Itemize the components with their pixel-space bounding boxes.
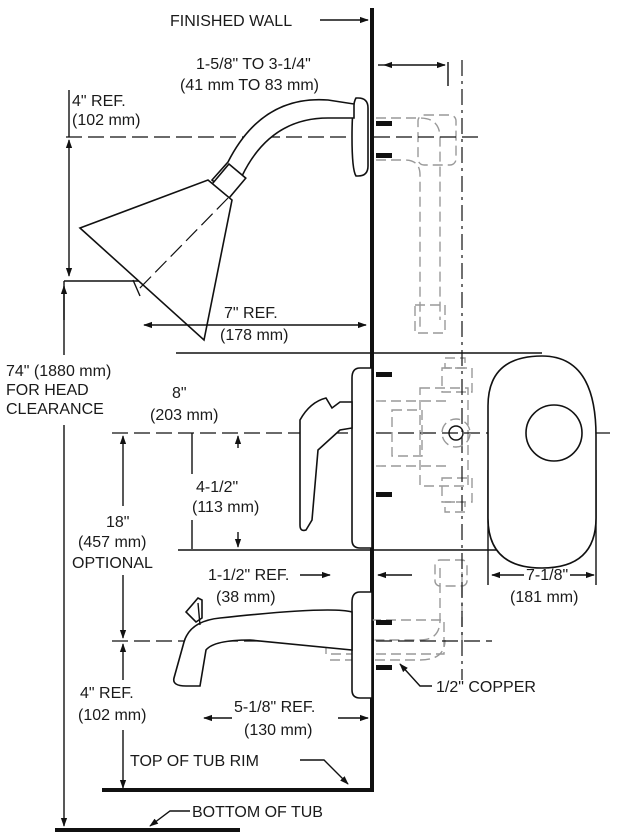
spout-reach-label-imperial: 5-1/8" REF.	[234, 699, 315, 716]
valve-to-arm-label-imperial: 8"	[172, 385, 187, 402]
spout-offset-label-metric: (38 mm)	[216, 589, 276, 606]
head-ref-label-metric: (102 mm)	[72, 112, 140, 129]
valve-height-label-imperial: 18"	[106, 514, 129, 531]
head-clearance-label-1: 74" (1880 mm)	[6, 363, 111, 380]
trim-plate-front-view	[487, 355, 597, 569]
valve-height-label-optional: OPTIONAL	[72, 555, 153, 572]
spout-ref-label-imperial: 4" REF.	[80, 685, 134, 702]
valve-to-trim-bottom-label-metric: (113 mm)	[192, 499, 259, 516]
wall-depth-label-imperial: 1-5/8" TO 3-1/4"	[196, 56, 311, 73]
wall-depth-label-metric: (41 mm TO 83 mm)	[180, 77, 319, 94]
tub-rim-label: TOP OF TUB RIM	[130, 753, 259, 770]
valve-to-arm-label-metric: (203 mm)	[150, 407, 218, 424]
pipe-ghost-outline	[325, 114, 473, 661]
valve-height-label-metric: (457 mm)	[78, 534, 146, 551]
finished-wall-label: FINISHED WALL	[170, 13, 292, 30]
head-clearance-label-2: FOR HEAD	[6, 382, 89, 399]
spout-ref-label-metric: (102 mm)	[78, 707, 146, 724]
shower-head-assembly	[78, 97, 392, 342]
head-clearance-label-3: CLEARANCE	[6, 401, 104, 418]
tub-spout-assembly	[172, 591, 392, 699]
spout-offset-label-imperial: 1-1/2" REF.	[208, 567, 289, 584]
trim-width-label-imperial: 7-1/8"	[526, 567, 568, 584]
arm-reach-label-metric: (178 mm)	[220, 327, 288, 344]
dimension-arrows	[60, 16, 595, 827]
arm-reach-label-imperial: 7" REF.	[224, 305, 278, 322]
valve-trim-assembly	[299, 367, 471, 549]
copper-label: 1/2" COPPER	[436, 679, 536, 696]
trim-width-label-metric: (181 mm)	[510, 589, 578, 606]
tub-bottom-label: BOTTOM OF TUB	[192, 804, 323, 821]
head-ref-label-imperial: 4" REF.	[72, 93, 126, 110]
valve-to-trim-bottom-label-imperial: 4-1/2"	[196, 479, 238, 496]
spout-reach-label-metric: (130 mm)	[244, 722, 312, 739]
